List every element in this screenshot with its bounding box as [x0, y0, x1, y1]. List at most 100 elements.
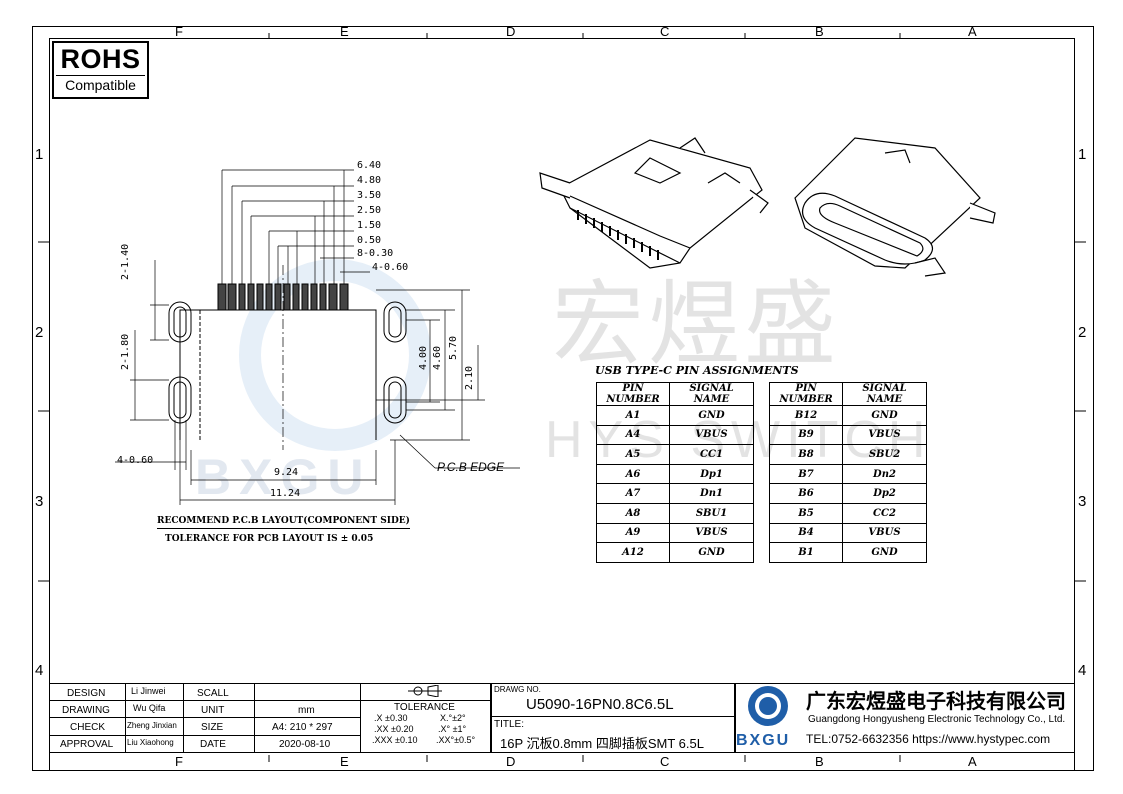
- zone-left-1: 1: [35, 146, 44, 163]
- note-tolerance: TOLERANCE FOR PCB LAYOUT IS ± 0.05: [165, 534, 374, 544]
- zone-top-f: F: [175, 24, 183, 39]
- pin-header-number: PIN NUMBER: [596, 382, 670, 406]
- zone-top-a: A: [968, 24, 977, 39]
- inner-frame: [49, 38, 1075, 771]
- title-text: 16P 沉板0.8mm 四脚插板SMT 6.5L: [500, 736, 704, 751]
- dim-2-10: 2.10: [464, 365, 475, 390]
- company-contact: TEL:0752-6632356 https://www.hystypec.co…: [806, 732, 1051, 746]
- zone-right-4: 4: [1078, 662, 1087, 679]
- field-unit: UNIT: [201, 705, 225, 716]
- zone-top-e: E: [340, 24, 349, 39]
- tolerance-label: TOLERANCE: [394, 702, 455, 713]
- company-logo-text: BXGU: [736, 732, 791, 749]
- zone-bottom-d: D: [506, 754, 516, 769]
- watermark-cn: 宏煜盛: [552, 271, 841, 378]
- dim-5-70: 5.70: [448, 335, 459, 360]
- company-name-cn: 广东宏煜盛电子科技有限公司: [806, 691, 1066, 713]
- pcb-layout-drawing: [115, 169, 520, 505]
- drawing-no-label: DRAWG NO.: [494, 685, 541, 694]
- zone-left-2: 2: [35, 324, 44, 341]
- dim-11-24: 11.24: [270, 488, 301, 499]
- zone-top-d: D: [506, 24, 516, 39]
- dim-4-00: 4.00: [418, 345, 429, 370]
- zone-bottom-c: C: [660, 754, 670, 769]
- zone-top-c: C: [660, 24, 670, 39]
- dim-6-40: 6.40: [357, 160, 382, 171]
- tol-linear-3: .XXX ±0.10: [372, 735, 418, 745]
- rohs-badge: ROHS Compatible: [52, 41, 149, 99]
- zone-bottom-b: B: [815, 754, 824, 769]
- field-date: DATE: [200, 739, 226, 750]
- zone-bottom-e: E: [340, 754, 349, 769]
- watermark-logo-text: BXGU: [195, 449, 372, 505]
- dim-3-50: 3.50: [357, 190, 382, 201]
- dim-4-0-60-top: 4-0.60: [372, 262, 409, 273]
- connector-rear-view-icon: [539, 137, 769, 269]
- value-date: 2020-08-10: [279, 739, 331, 750]
- tol-angle-3: .XX°±0.5°: [436, 735, 476, 745]
- name-approval: Liu Xiaohong: [127, 738, 174, 747]
- company-name-en: Guangdong Hongyusheng Electronic Technol…: [808, 714, 1066, 725]
- note-recommend-layout: RECOMMEND P.C.B LAYOUT(COMPONENT SIDE): [157, 516, 410, 529]
- zone-bottom-f: F: [175, 754, 183, 769]
- dim-4-0-60-bottom: 4-0.60: [117, 455, 154, 466]
- watermark-logo-icon: [239, 259, 431, 451]
- title-block: [49, 683, 1075, 753]
- dim-0-50: 0.50: [357, 235, 382, 246]
- title-label: TITLE:: [494, 719, 525, 730]
- role-approval: APPROVAL: [60, 739, 114, 750]
- zone-right-3: 3: [1078, 493, 1087, 510]
- dim-4-80: 4.80: [357, 175, 382, 186]
- drawing-no: U5090-16PN0.8C6.5L: [526, 696, 674, 713]
- zone-bottom-a: A: [968, 754, 977, 769]
- dim-2-1-80: 2-1.80: [120, 333, 131, 370]
- zone-left-3: 3: [35, 493, 44, 510]
- role-check: CHECK: [70, 722, 106, 733]
- zone-right-2: 2: [1078, 324, 1087, 341]
- connector-front-view-icon: [794, 137, 996, 277]
- dim-9-24: 9.24: [274, 467, 299, 478]
- pin-header-signal: SIGNAL NAME: [842, 382, 927, 406]
- dim-2-50: 2.50: [357, 205, 382, 216]
- value-size: A4: 210 * 297: [272, 722, 333, 733]
- tol-angle-1: X.°±2°: [440, 713, 466, 723]
- dim-4-60: 4.60: [432, 345, 443, 370]
- name-drawing: Wu Qifa: [133, 703, 166, 713]
- role-design: DESIGN: [67, 688, 106, 699]
- role-drawing: DRAWING: [62, 705, 110, 716]
- rohs-subtitle: Compatible: [56, 75, 145, 92]
- name-design: Li Jinwei: [131, 686, 166, 696]
- rohs-title: ROHS: [60, 44, 141, 74]
- zone-left-4: 4: [35, 662, 44, 679]
- field-scall: SCALL: [197, 688, 229, 699]
- pcb-edge-label: P.C.B EDGE: [437, 460, 505, 474]
- tol-linear-1: .X ±0.30: [374, 713, 408, 723]
- name-check: Zheng Jinxian: [127, 721, 177, 730]
- company-logo-icon: [748, 686, 788, 726]
- field-size: SIZE: [201, 722, 224, 733]
- zone-top-b: B: [815, 24, 824, 39]
- pin-table-title: USB TYPE-C PIN ASSIGNMENTS: [595, 364, 799, 377]
- dim-1-50: 1.50: [357, 220, 382, 231]
- zone-right-1: 1: [1078, 146, 1087, 163]
- value-unit: mm: [298, 705, 315, 716]
- tol-linear-2: .XX ±0.20: [374, 724, 414, 734]
- pin-header-number: PIN NUMBER: [769, 382, 843, 406]
